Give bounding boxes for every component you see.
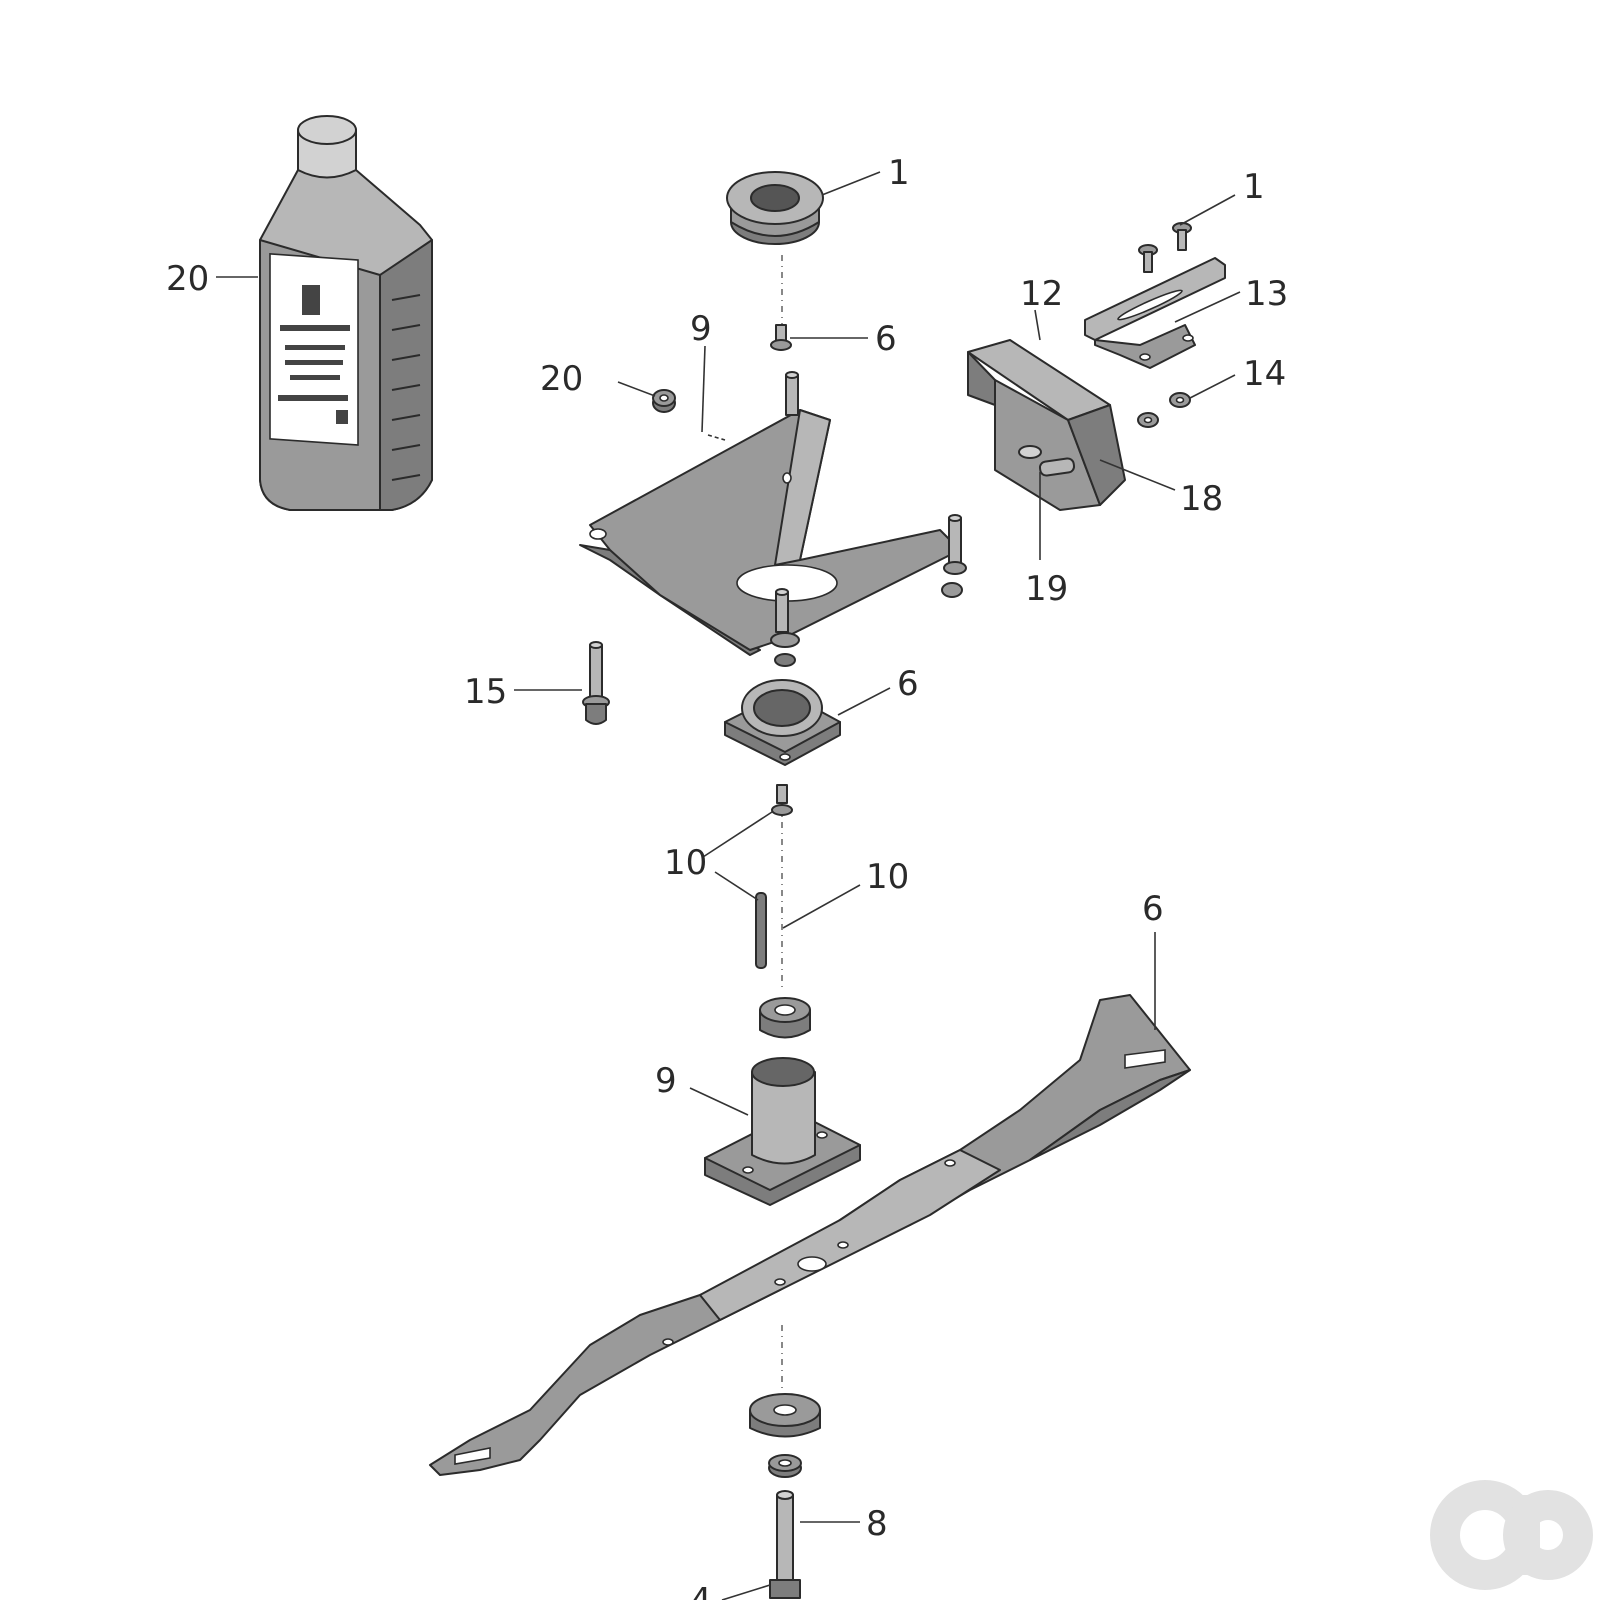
small-screws-pair (1138, 222, 1192, 273)
callout-9-plate: 9 (690, 309, 712, 349)
small-nuts-pair (1137, 392, 1191, 428)
flange-bolt (582, 641, 610, 725)
callout-20-oil-bottle: 20 (166, 259, 209, 299)
oil-bottle (259, 115, 433, 511)
callout-9-hub: 9 (655, 1061, 677, 1101)
callout-10-key: 10 (866, 857, 909, 897)
brand-logo-watermark (1430, 1480, 1593, 1590)
callout-20-nut: 20 (540, 359, 583, 399)
callout-14-nuts: 14 (1243, 354, 1286, 394)
callout-10-bolt: 10 (664, 843, 707, 883)
callout-1-screws: 1 (1243, 167, 1265, 207)
blade-adapter-hub (704, 1057, 861, 1206)
hex-nut-left (652, 389, 676, 413)
callout-8-blade-bolt: 8 (866, 1504, 888, 1544)
callout-18-housing: 18 (1180, 479, 1223, 519)
small-bolt-top (770, 324, 792, 351)
callout-1-grommet: 1 (888, 153, 910, 193)
callout-4-partial: 4 (690, 1581, 712, 1600)
callout-6-blade: 6 (1142, 889, 1164, 929)
callout-6-bearing: 6 (897, 664, 919, 704)
callout-12-cover: 12 (1020, 274, 1063, 314)
shaft-key-pin (755, 892, 767, 969)
motor-mounting-plate (579, 371, 967, 667)
callout-19-screw: 19 (1025, 569, 1068, 609)
rubber-grommet (726, 171, 824, 245)
large-blade-washer (749, 1393, 821, 1438)
bearing-housing (724, 679, 841, 766)
blade-bolt (769, 1490, 801, 1599)
callout-13-bracket: 13 (1245, 274, 1288, 314)
switch-cover-housing (967, 339, 1126, 511)
callout-6-top-bolt: 6 (875, 319, 897, 359)
spacer-ring (759, 997, 811, 1039)
leader-lines (216, 171, 1241, 1600)
small-bolt-with-washer (771, 784, 793, 816)
bottle-label-graphic (278, 285, 350, 424)
lock-washer (768, 1454, 802, 1478)
mounting-bracket (1084, 257, 1226, 369)
callout-labels: 1 1 6 20 9 20 12 13 14 18 19 15 6 10 10 … (166, 153, 1288, 1600)
callout-15-flange-bolt: 15 (464, 672, 507, 712)
mower-blade (429, 994, 1191, 1476)
